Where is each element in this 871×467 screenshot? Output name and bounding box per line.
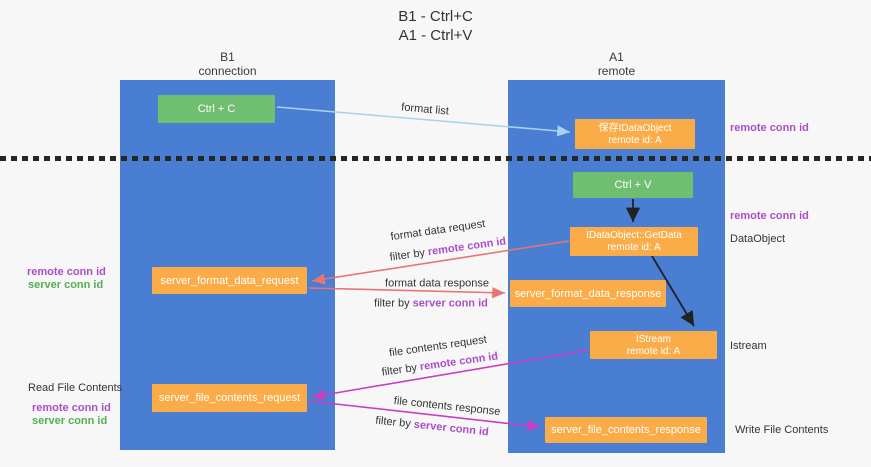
save-idataobject-node: 保存IDataObject remote id: A bbox=[575, 119, 695, 149]
ctrl-v-node: Ctrl + V bbox=[573, 172, 693, 198]
filter-highlight-2: server conn id bbox=[412, 297, 488, 310]
filter-by-text-3: filter by bbox=[380, 361, 418, 379]
server-format-data-response-node: server_format_data_response bbox=[510, 280, 666, 307]
left-remote-conn-id-2: remote conn id bbox=[32, 402, 111, 414]
server-file-contents-response-label: server_file_contents_response bbox=[551, 424, 701, 436]
format-list-arrow-label: format list bbox=[400, 101, 450, 118]
getdata-line2: remote id: A bbox=[607, 242, 661, 253]
filter-by-text-2: filter by bbox=[374, 297, 410, 310]
getdata-line1: IDataObject::GetData bbox=[586, 230, 682, 241]
format-data-response-filter-label: filter by server conn id bbox=[374, 298, 488, 311]
left-column-name: B1 bbox=[220, 50, 235, 64]
remote-conn-id-top-label: remote conn id bbox=[730, 122, 809, 134]
right-column-subtitle: remote bbox=[597, 64, 636, 78]
server-format-data-request-node: server_format_data_request bbox=[152, 267, 307, 294]
ctrl-v-label: Ctrl + V bbox=[614, 179, 652, 191]
write-file-contents-label: Write File Contents bbox=[735, 424, 829, 436]
left-remote-conn-id-1: remote conn id bbox=[27, 266, 106, 278]
istream-line2: remote id: A bbox=[626, 345, 681, 357]
server-file-contents-response-node: server_file_contents_response bbox=[545, 417, 707, 443]
clipboard-boundary-dashed-line bbox=[0, 156, 871, 161]
istream-node: IStream remote id: A bbox=[590, 331, 717, 359]
istream-line1: IStream bbox=[635, 333, 671, 345]
filter-highlight-1: remote conn id bbox=[427, 235, 507, 259]
title-line-1: B1 - Ctrl+C bbox=[398, 8, 473, 25]
istream-side-label: Istream bbox=[730, 340, 767, 352]
left-server-conn-id-2: server conn id bbox=[32, 415, 108, 427]
title-line-2: A1 - Ctrl+V bbox=[398, 27, 473, 44]
file-contents-response-label: file contents response bbox=[393, 394, 501, 419]
ctrl-c-label: Ctrl + C bbox=[197, 103, 236, 115]
read-file-contents-label: Read File Contents bbox=[28, 382, 123, 394]
dataobject-label: DataObject bbox=[730, 233, 786, 245]
left-server-conn-id-1: server conn id bbox=[28, 279, 104, 291]
right-column-header: A1 remote bbox=[508, 50, 725, 78]
server-file-contents-request-node: server_file_contents_request bbox=[152, 384, 307, 412]
left-column-subtitle: connection bbox=[198, 64, 257, 78]
save-idataobject-line1: 保存IDataObject bbox=[598, 122, 672, 134]
filter-highlight-4: server conn id bbox=[413, 418, 490, 439]
server-format-data-request-label: server_format_data_request bbox=[160, 274, 299, 287]
remote-conn-id-mid-label: remote conn id bbox=[730, 210, 809, 222]
right-column-name: A1 bbox=[609, 50, 624, 64]
server-file-contents-request-label: server_file_contents_request bbox=[158, 392, 301, 404]
filter-by-text-4: filter by bbox=[374, 414, 412, 431]
format-data-response-label: format data response bbox=[385, 277, 489, 290]
save-idataobject-line2: remote id: A bbox=[608, 134, 662, 146]
idataobject-getdata-node: IDataObject::GetData remote id: A bbox=[570, 227, 698, 256]
diagram-title: B1 - Ctrl+C A1 - Ctrl+V bbox=[0, 7, 871, 45]
ctrl-c-node: Ctrl + C bbox=[158, 95, 275, 123]
left-column-header: B1 connection bbox=[120, 50, 335, 78]
file-contents-response-filter-label: filter by server conn id bbox=[375, 415, 489, 440]
filter-by-text-1: filter by bbox=[388, 246, 426, 264]
server-format-data-response-label: server_format_data_response bbox=[514, 287, 662, 300]
